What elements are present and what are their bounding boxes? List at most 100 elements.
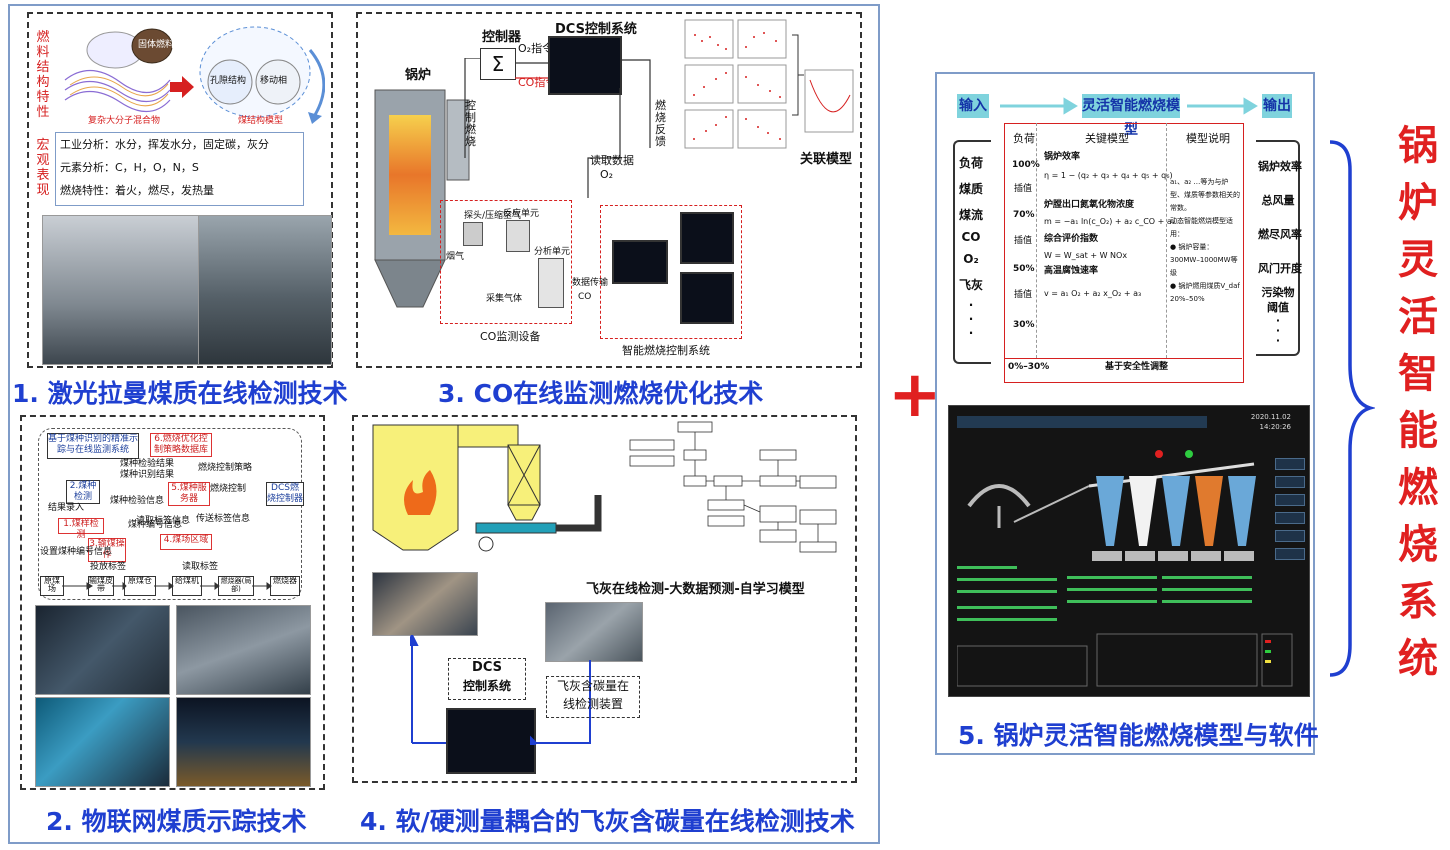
dcs-tab-6[interactable] <box>1275 548 1305 560</box>
table-head-note: 模型说明 <box>1186 132 1230 145</box>
pore-structure-label: 孔隙结构 <box>210 76 247 86</box>
smart-control-label: 智能燃烧控制系统 <box>622 344 710 357</box>
analysis-unit-device <box>538 258 564 308</box>
coal-yard-box: 4.煤场区域 <box>160 534 212 550</box>
coal-sample-box: 1.煤样检测 <box>58 518 104 540</box>
coal-server-box: 5.煤种服务器 <box>168 482 210 506</box>
table-footer-divider <box>1004 358 1242 360</box>
formula-index: W = W_sat + W NOx <box>1044 251 1128 260</box>
probe-label: 探头/压缩空气 <box>464 211 522 221</box>
output-params: 锅炉效率总风量燃尽风率风门开度污染物阈值··· <box>1258 160 1302 347</box>
dcs-tab-1[interactable] <box>1275 458 1305 470</box>
model-notes: a₁、a₂ …等为与炉型、煤质等参数相关的常数。 动态智能燃烧模型适用： ● 锅… <box>1170 178 1240 303</box>
dcs-tab-4[interactable] <box>1275 512 1305 524</box>
control-fuel-label: 控制燃烧 <box>465 99 476 148</box>
caption-section-5: 5. 锅炉灵活智能燃烧模型与软件 <box>958 721 1319 750</box>
section-4-box <box>352 415 857 783</box>
controller-label: 控制器 <box>482 30 522 45</box>
section-3-box <box>356 12 862 368</box>
coal-site-photo-1 <box>35 605 170 695</box>
flue-gas-label: 烟气 <box>446 252 465 262</box>
sigma-controller: Σ <box>480 48 516 80</box>
dcs-software-screenshot: 2020.11.02 14:20:26 <box>948 405 1310 697</box>
flyash-device-photo <box>545 602 643 662</box>
coal-molecule-graphic <box>64 26 325 124</box>
read-tag-info-label: 读取标签信息 <box>136 516 191 526</box>
model-index: 综合评价指数 <box>1044 234 1099 244</box>
conveyor-op-box: 3.输煤操作 <box>88 538 126 562</box>
dcs-data-grid <box>957 566 1293 687</box>
plus-sign: + <box>888 358 942 432</box>
boiler-graphic <box>374 89 470 308</box>
table-head-model: 关键模型 <box>1085 132 1129 145</box>
burner: 燃烧器 <box>270 576 300 596</box>
analysis-unit-label: 分析单元 <box>534 247 571 257</box>
dcs-date: 2020.11.02 <box>1250 413 1291 421</box>
formula-corrosion: v = a₁ O₂ + a₂ x_O₂ + a₃ <box>1044 289 1142 298</box>
tracking-system-title: 基于煤种识别的精准示踪与在线监测系统 <box>47 433 139 459</box>
probe-device <box>463 222 483 246</box>
coal-result-label: 煤种检验结果 <box>120 459 175 469</box>
dcs-tab-3[interactable] <box>1275 494 1305 506</box>
co-monitor-frame <box>440 200 572 324</box>
coal-info-label: 煤种检验信息 <box>110 496 165 506</box>
industrial-analysis: 工业分析：水分，挥发水分，固定碳，灰分 <box>60 138 269 151</box>
flyash-loop-arrows <box>410 635 591 745</box>
flyash-dcs-screen <box>446 708 536 774</box>
transfer-tag-label: 传送标签信息 <box>196 514 251 524</box>
section-5-frame <box>935 72 1315 755</box>
interp-3: 插值 <box>1014 290 1033 300</box>
formula-nox: m = −a₁ ln(c_O₂) + a₂ c_CO + a₃ <box>1044 217 1175 226</box>
tracking-flow-frame <box>38 428 302 600</box>
load-50: 50% <box>1013 264 1035 274</box>
coal-id-info-label: 煤种编号信息 <box>128 520 183 530</box>
sec1-vertical-b: 宏观表现 <box>36 138 50 198</box>
place-tag-label: 投放标签 <box>90 562 127 572</box>
smart-control-screen-2 <box>680 272 734 324</box>
molecule-right-label: 煤结构模型 <box>238 116 284 126</box>
flyash-flowchart <box>629 421 837 553</box>
system-brace <box>1329 140 1375 677</box>
read-data-label: 读取数据 <box>590 154 634 167</box>
read-tag-label: 读取标签 <box>182 562 219 572</box>
combustion-characteristics: 燃烧特性：着火，燃尽，发热量 <box>60 184 214 197</box>
set-coal-id-label: 设置煤种编号信息 <box>40 547 113 557</box>
model-table <box>1004 123 1244 383</box>
correlation-plots <box>684 19 854 149</box>
load-100: 100% <box>1012 160 1040 170</box>
coal-site-photo-2 <box>176 605 311 695</box>
model-nox: 炉膛出口氮氧化物浓度 <box>1044 200 1135 210</box>
combustion-control-label: 燃烧控制 <box>210 484 247 494</box>
output-tag: 输出 <box>1262 94 1292 118</box>
sec1-vertical-a: 燃料结构特性 <box>36 30 50 120</box>
caption-section-2: 2. 物联网煤质示踪技术 <box>46 807 307 836</box>
correlation-model-label: 关联模型 <box>800 152 853 167</box>
caption-section-3: 3. CO在线监测燃烧优化技术 <box>438 379 764 408</box>
dcs-time: 14:20:26 <box>1259 423 1291 431</box>
flyash-device-box: 飞灰含碳量在线检测装置 <box>546 676 640 718</box>
interp-2: 插值 <box>1014 236 1033 246</box>
flyash-site-photo-1 <box>372 572 478 636</box>
combustion-strategy-label: 燃烧控制策略 <box>198 463 253 473</box>
lab-equipment-photo <box>198 215 332 365</box>
smart-control-screen-1 <box>680 212 734 264</box>
co-monitor-label: CO监测设备 <box>480 330 541 343</box>
output-bracket <box>1256 140 1300 356</box>
load-70: 70% <box>1013 210 1035 220</box>
mobile-phase-label: 移动相 <box>260 76 288 86</box>
load-30: 30% <box>1013 320 1035 330</box>
coal-site-photo-3 <box>35 697 170 787</box>
flyash-model-label: 飞灰在线检测-大数据预测-自学习模型 <box>586 582 805 597</box>
reaction-unit-label: 反应单元 <box>503 209 540 219</box>
system-title: 锅炉灵活智能燃烧系统 <box>1398 123 1438 682</box>
fuel-feedback-label: 燃烧反馈 <box>655 99 666 148</box>
dcs-tab-2[interactable] <box>1275 476 1305 488</box>
dcs-tab-5[interactable] <box>1275 530 1305 542</box>
coal-analysis-box: 工业分析：水分，挥发水分，固定碳，灰分 元素分析：C，H，O，N，S 燃烧特性：… <box>55 132 304 206</box>
left-frame <box>8 4 880 844</box>
reaction-unit-device <box>506 220 530 252</box>
co-label: CO <box>578 292 592 302</box>
sec3-connectors <box>464 58 651 198</box>
solid-fuel-label: 固体燃料 <box>138 40 175 50</box>
